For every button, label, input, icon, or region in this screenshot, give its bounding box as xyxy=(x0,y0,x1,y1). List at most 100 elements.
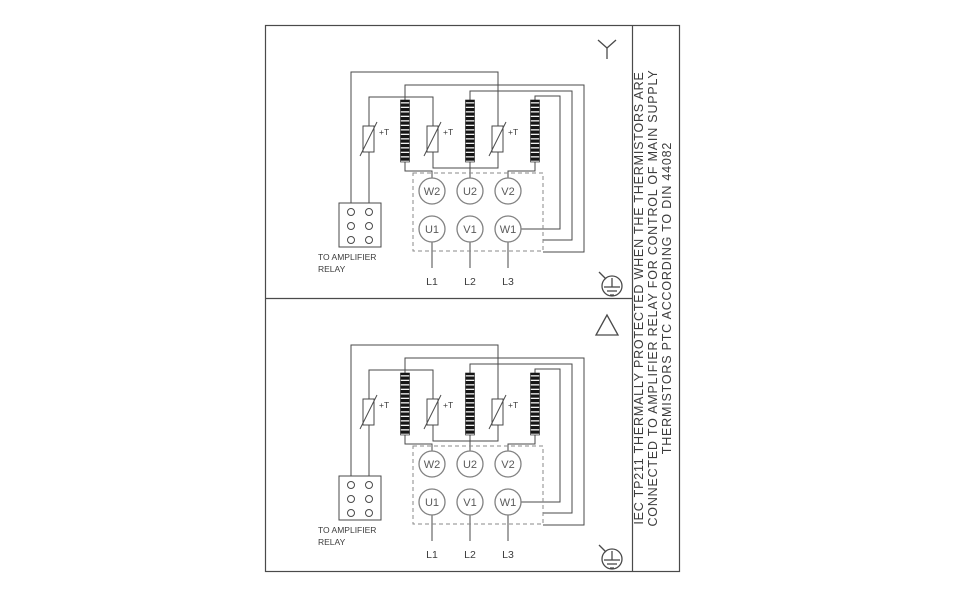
thermistor-diagonal xyxy=(488,121,507,157)
side-note: IEC TP211 THERMALLY PROTECTED WHEN THE T… xyxy=(632,69,674,526)
winding-bar xyxy=(465,99,475,163)
wire-segment xyxy=(404,435,433,451)
panel-delta-connection: +T +T +T W2 U2 V2 U1 V1 W1 xyxy=(318,313,623,570)
thermistor-label: +T xyxy=(443,127,453,137)
terminal-u1 xyxy=(418,215,446,243)
wire-segment xyxy=(350,71,499,203)
relay-note-line1: TO AMPLIFIER xyxy=(318,525,376,535)
terminal-board-outline xyxy=(412,172,544,252)
wire-segment xyxy=(507,435,536,451)
wire-segment xyxy=(404,357,585,526)
supply-line-label-l3: L3 xyxy=(502,276,514,288)
thermistor-label: +T xyxy=(508,127,518,137)
ground-icon xyxy=(598,544,623,570)
terminal-v1 xyxy=(456,215,484,243)
thermistor: +T xyxy=(423,394,453,430)
terminal-u2 xyxy=(456,177,484,205)
side-note-line2: CONNECTED TO AMPLIFIER RELAY FOR CONTROL… xyxy=(646,69,660,526)
terminal-label: U2 xyxy=(463,459,477,471)
ground-icon xyxy=(598,271,623,297)
terminal-u1 xyxy=(418,488,446,516)
thermistor-diagonal xyxy=(488,394,507,430)
terminal-label: W2 xyxy=(424,459,441,471)
connector-pin xyxy=(365,509,373,517)
connector-pin xyxy=(365,208,373,216)
supply-line-label-l3: L3 xyxy=(502,549,514,561)
relay-note-line1: TO AMPLIFIER xyxy=(318,252,376,262)
panel-star-connection: +T +T +T W2 U2 V2 U1 V1 W1 xyxy=(318,39,623,297)
connector-pin xyxy=(347,208,355,216)
terminal-label: W1 xyxy=(500,224,517,236)
terminal-v2 xyxy=(494,177,522,205)
terminal-board: W2 U2 V2 U1 V1 W1 xyxy=(412,445,544,525)
terminal-label: U1 xyxy=(425,497,439,509)
wire-segment xyxy=(432,152,499,169)
terminal-w2 xyxy=(418,177,446,205)
diagram-frame xyxy=(264,24,681,573)
connector-pin xyxy=(365,495,373,503)
thermistor-diagonal xyxy=(423,121,442,157)
amplifier-relay-connector: TO AMPLIFIER RELAY xyxy=(318,202,382,274)
terminal-label: W1 xyxy=(500,497,517,509)
amplifier-relay-connector: TO AMPLIFIER RELAY xyxy=(318,475,382,547)
terminal-label: V1 xyxy=(463,497,476,509)
connector-pin xyxy=(347,222,355,230)
thermistor-diagonal xyxy=(359,121,378,157)
supply-line-label-l1: L1 xyxy=(426,276,438,288)
connector-pin xyxy=(347,236,355,244)
connector-pin xyxy=(347,481,355,489)
connector-pin xyxy=(365,481,373,489)
supply-line-label-l2: L2 xyxy=(464,276,476,288)
thermistor-label: +T xyxy=(508,400,518,410)
terminal-label: U2 xyxy=(463,186,477,198)
thermistor: +T xyxy=(359,121,389,157)
thermistor-label: +T xyxy=(379,400,389,410)
wire-segment xyxy=(521,368,561,503)
relay-note-line2: RELAY xyxy=(318,264,346,274)
supply-line-label-l1: L1 xyxy=(426,549,438,561)
wires xyxy=(350,71,585,268)
wire-segment xyxy=(469,363,573,514)
thermistor-label: +T xyxy=(379,127,389,137)
winding-bar xyxy=(400,372,410,436)
terminal-board-outline xyxy=(412,445,544,525)
terminal-w1 xyxy=(494,488,522,516)
supply-line-label-l2: L2 xyxy=(464,549,476,561)
wires xyxy=(350,344,585,541)
winding-bar xyxy=(530,99,540,163)
thermistor: +T xyxy=(488,121,518,157)
wire-segment xyxy=(404,162,433,178)
wire-segment xyxy=(432,425,499,442)
terminal-v1 xyxy=(456,488,484,516)
thermistor-diagonal xyxy=(359,394,378,430)
connector-outline xyxy=(338,475,382,521)
terminal-board: W2 U2 V2 U1 V1 W1 xyxy=(412,172,544,252)
thermistor: +T xyxy=(359,394,389,430)
terminal-u2 xyxy=(456,450,484,478)
wire-segment xyxy=(368,369,434,399)
connector-pin xyxy=(365,222,373,230)
terminal-label: V1 xyxy=(463,224,476,236)
terminal-label: V2 xyxy=(501,186,514,198)
connector-outline xyxy=(338,202,382,248)
winding-bar xyxy=(465,372,475,436)
thermistor: +T xyxy=(488,394,518,430)
delta-symbol-icon xyxy=(594,313,620,336)
terminal-w1 xyxy=(494,215,522,243)
terminal-label: V2 xyxy=(501,459,514,471)
side-note-line3: THERMISTORS PTC ACCORDING TO DIN 44082 xyxy=(660,142,674,454)
thermistor-label: +T xyxy=(443,400,453,410)
terminal-label: W2 xyxy=(424,186,441,198)
connector-pin xyxy=(347,495,355,503)
winding-bar xyxy=(530,372,540,436)
wire-segment xyxy=(350,344,499,476)
terminal-v2 xyxy=(494,450,522,478)
wire-segment xyxy=(507,162,536,178)
terminal-label: U1 xyxy=(425,224,439,236)
wire-segment xyxy=(521,95,561,230)
wire-segment xyxy=(404,84,585,253)
winding-bar xyxy=(400,99,410,163)
connector-pin xyxy=(365,236,373,244)
